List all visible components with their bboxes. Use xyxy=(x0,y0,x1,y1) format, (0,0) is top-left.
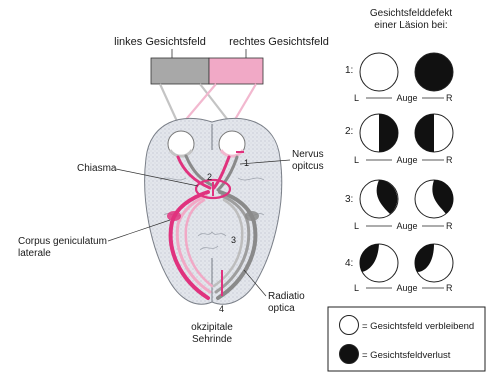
right-eye-loss xyxy=(415,114,434,152)
right-eye-letter: R xyxy=(446,221,453,231)
chiasma-label: Chiasma xyxy=(77,163,117,174)
corpus-geniculatum-label-1: Corpus geniculatum xyxy=(18,236,107,247)
defect-row-number: 2: xyxy=(345,126,353,137)
left-eye-field xyxy=(360,53,398,91)
right-visual-field-block xyxy=(209,58,263,84)
legend-remaining-label: = Gesichtsfeld verbleibend xyxy=(362,321,474,332)
defect-row-3: 3: L Auge R xyxy=(345,180,453,231)
defect-row-number: 1: xyxy=(345,65,353,76)
defects-title-1: Gesichtsfelddefekt xyxy=(370,8,452,19)
eye-axis-label: Auge xyxy=(396,93,417,103)
left-eye-letter: L xyxy=(354,221,359,231)
lesion-number-2: 2 xyxy=(207,172,212,182)
legend-remaining-swatch xyxy=(340,316,359,335)
nervus-opticus-label-1: Nervus xyxy=(292,149,324,160)
legend-loss-swatch xyxy=(340,345,359,364)
defect-row-2: 2: L Auge R xyxy=(345,114,453,165)
corpus-geniculatum-label-2: laterale xyxy=(18,248,51,259)
left-eye-letter: L xyxy=(354,283,359,293)
brain-outline xyxy=(145,118,282,304)
left-visual-field-block xyxy=(151,58,209,84)
right-visual-field-label: rechtes Gesichtsfeld xyxy=(229,36,329,48)
left-visual-field-label: linkes Gesichtsfeld xyxy=(114,36,206,48)
defect-row-number: 3: xyxy=(345,194,353,205)
defects-title-2: einer Läsion bei: xyxy=(374,20,447,31)
radiatio-optica-label-2: optica xyxy=(268,303,295,314)
nervus-opticus-label-2: opitcus xyxy=(292,161,324,172)
left-eye-letter: L xyxy=(354,155,359,165)
defect-row-1: 1: L Auge R xyxy=(345,53,453,103)
lesion-number-3: 3 xyxy=(231,235,236,245)
occipital-cortex-label-2: Sehrinde xyxy=(192,334,232,345)
lesion-number-4: 4 xyxy=(219,304,224,314)
eye-axis-label: Auge xyxy=(396,221,417,231)
left-eye-loss xyxy=(379,114,398,152)
right-eye-letter: R xyxy=(446,283,453,293)
legend: = Gesichtsfeld verbleibend = Gesichtsfel… xyxy=(328,307,485,371)
defect-row-4: 4: L Auge R xyxy=(345,244,453,293)
left-eye-letter: L xyxy=(354,93,359,103)
eye-axis-label: Auge xyxy=(396,155,417,165)
right-geniculate-body xyxy=(245,211,259,221)
radiatio-optica-label-1: Radiatio xyxy=(268,291,305,302)
legend-loss-label: = Gesichtsfeldverlust xyxy=(362,350,451,361)
defect-row-number: 4: xyxy=(345,258,353,269)
eye-axis-label: Auge xyxy=(396,283,417,293)
right-eye-letter: R xyxy=(446,155,453,165)
left-geniculate-body xyxy=(167,211,181,221)
occipital-cortex-label-1: okzipitale xyxy=(191,322,233,333)
right-eye-field xyxy=(415,53,453,91)
right-eye-letter: R xyxy=(446,93,453,103)
